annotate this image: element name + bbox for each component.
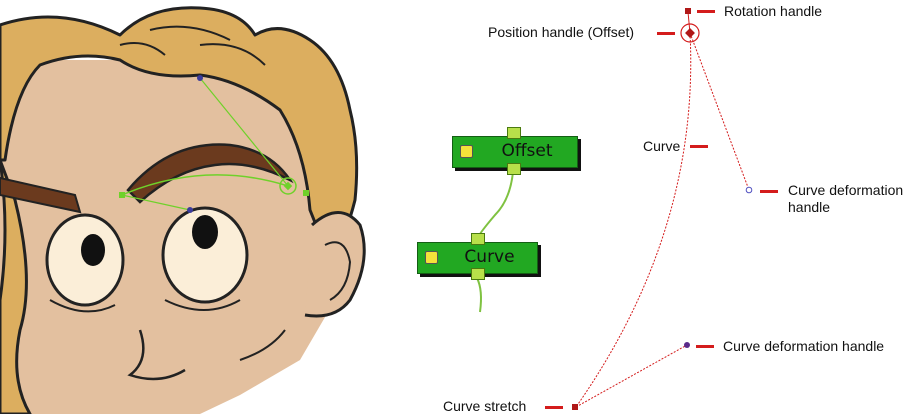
curve-node-color-swatch [425,251,438,264]
position-handle-diamond[interactable] [685,28,695,38]
character-face-illustration [0,6,366,414]
curve-deformation-handle-lower-marker[interactable] [684,342,690,348]
right-eye-bag [164,299,241,311]
curve-deformation-handle-upper-marker[interactable] [745,186,753,194]
rotation-handle-callout: Rotation handle [724,3,823,19]
offset-node[interactable]: Offset [452,136,578,168]
left-eye-bag [49,299,116,313]
offset-node-color-swatch [460,145,473,158]
curve-deformation-handle-upper-callout: Curve deformation handle [788,182,903,216]
overlay-deformation-handle[interactable] [187,207,193,213]
offset-node-label: Offset [501,141,553,161]
curve-node[interactable]: Curve [417,242,538,274]
schematic-curve [575,32,692,408]
left-eyebrow [0,176,82,214]
offset-node-input-port[interactable] [507,127,521,139]
deformer-handle-line [121,194,191,211]
curve-deformation-handle-upper-line2: handle [788,199,831,215]
right-eye [161,206,249,304]
right-eyebrow [126,143,294,204]
rotation-handle-dash [697,10,715,13]
curve-deformation-handle-upper-line1: Curve deformation [788,182,904,198]
curve-output-wire [476,277,482,313]
overlay-rotation-handle[interactable] [197,75,203,81]
rotation-handle-marker[interactable] [685,8,691,14]
left-pupil [81,234,105,266]
schematic-upper-deform-line [689,32,750,191]
deformer-curve-overlay [121,174,289,196]
deformer-rotation-line [199,77,289,187]
curve-deformation-handle-lower-callout: Curve deformation handle [723,338,885,354]
offset-node-output-port[interactable] [507,163,521,175]
curve-node-output-port[interactable] [471,268,485,280]
curve-deformation-handle-lower-dash [696,345,714,348]
hair-strand-2 [199,43,266,66]
curve-stretch-callout: Curve stretch [443,398,527,414]
hair [0,6,359,262]
curve-callout: Curve [643,138,681,154]
hair-strand-3 [119,42,166,56]
curve-stretch-dash [545,406,563,409]
position-handle-callout: Position handle (Offset) [488,24,635,40]
curve-stretch-handle-marker[interactable] [572,404,578,410]
curve-node-label: Curve [464,247,515,267]
ear [304,211,366,318]
hair-left-side [0,159,32,414]
curve-dash [690,145,708,148]
overlay-position-diamond[interactable] [283,181,293,191]
cheek-line [239,329,286,361]
hair-strand-1 [149,25,231,41]
curve-deformation-handle-upper-dash [760,190,778,193]
overlay-side-handle[interactable] [303,190,309,196]
nose [127,329,186,381]
right-pupil [192,215,218,249]
position-handle-ring[interactable] [680,23,700,43]
position-handle-dash [657,32,675,35]
schematic-lower-deform-line [575,344,688,408]
ear-inner [324,241,352,301]
overlay-position-handle[interactable] [279,177,297,195]
curve-node-input-port[interactable] [471,233,485,245]
overlay-stretch-handle[interactable] [119,192,125,198]
